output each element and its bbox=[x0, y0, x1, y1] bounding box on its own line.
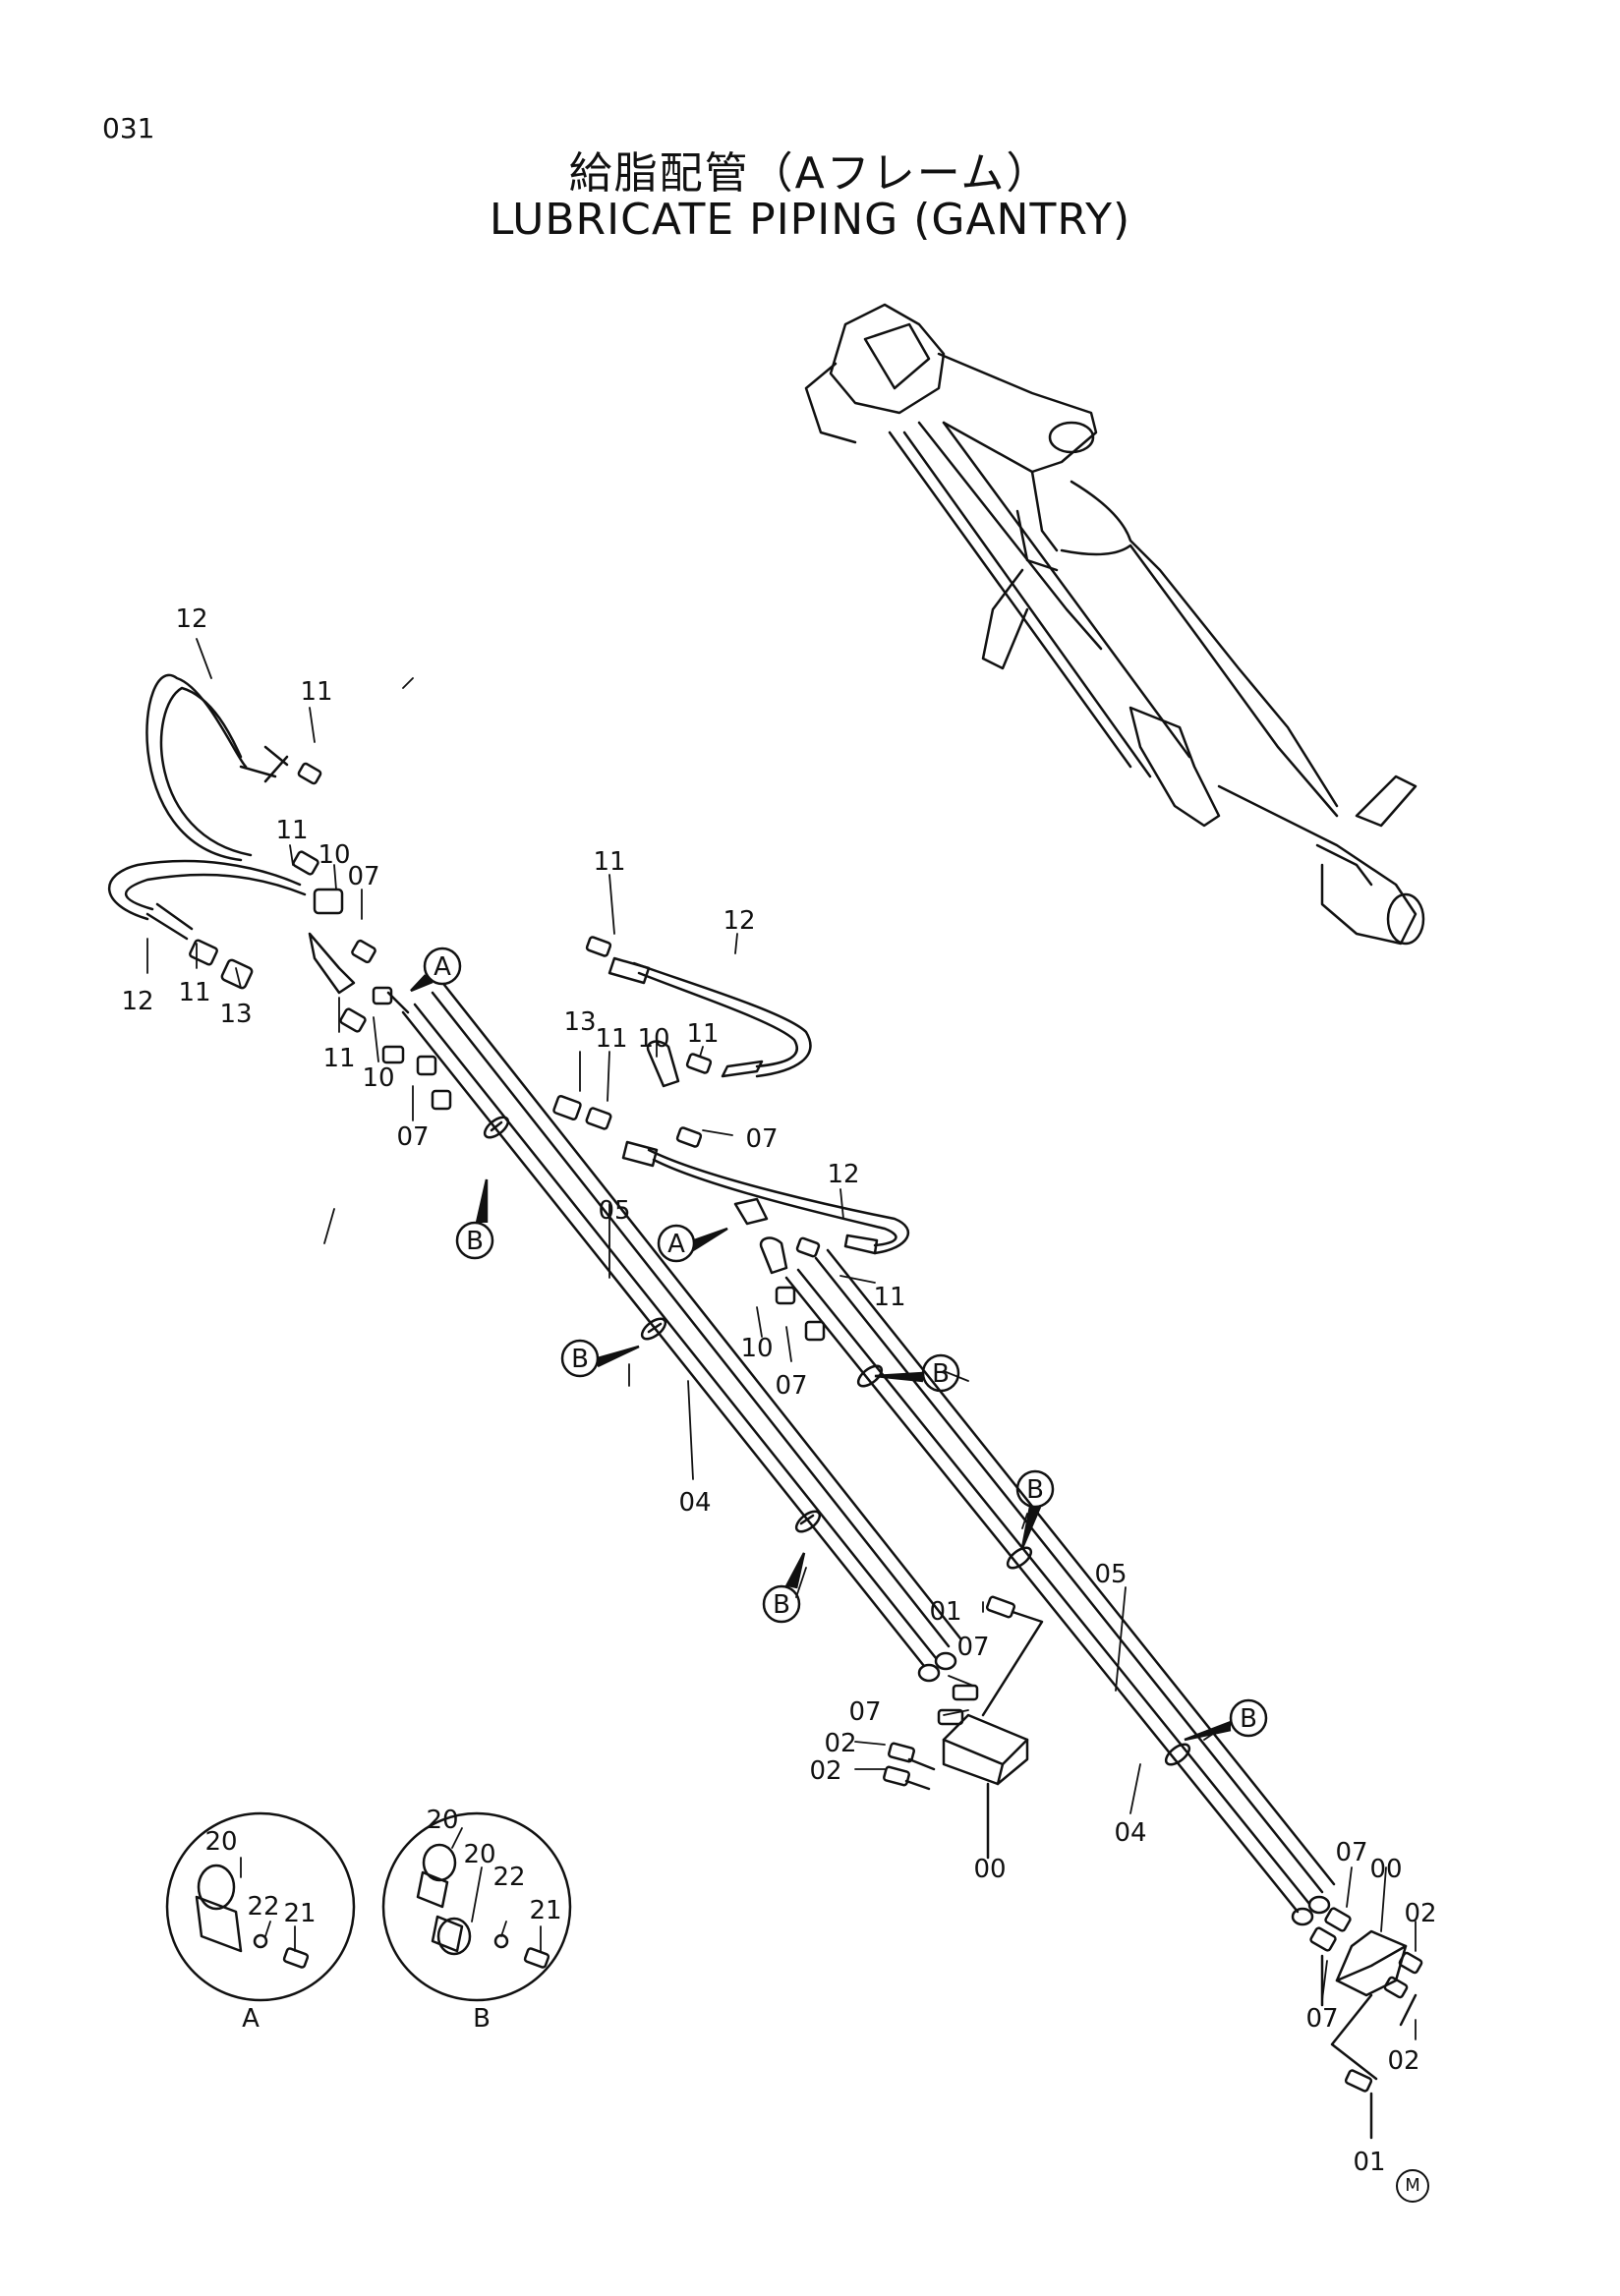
label-11: 11 bbox=[686, 1019, 719, 1049]
label-10: 10 bbox=[318, 840, 350, 870]
svg-text:B: B bbox=[1240, 1704, 1257, 1734]
detail-a-part-21: 21 bbox=[283, 1899, 316, 1928]
detail-view-a bbox=[165, 1811, 356, 2002]
label-11: 11 bbox=[178, 978, 210, 1007]
svg-text:B: B bbox=[571, 1345, 589, 1374]
label-02: 02 bbox=[809, 1756, 841, 1786]
detail-b-part-20: 20 bbox=[426, 1806, 458, 1835]
svg-text:B: B bbox=[1026, 1475, 1044, 1505]
detail-view-b bbox=[381, 1811, 572, 2002]
left-hoses bbox=[108, 673, 307, 941]
left-pipe-pair bbox=[401, 983, 962, 1683]
svg-text:B: B bbox=[466, 1227, 484, 1256]
callout-b-1: B bbox=[455, 1178, 494, 1260]
label-07: 07 bbox=[745, 1124, 778, 1154]
page-number: 031 bbox=[102, 112, 155, 144]
label-07: 07 bbox=[956, 1633, 989, 1662]
label-11: 11 bbox=[300, 677, 332, 707]
part-labels: 12 11 11 10 07 12 11 13 11 10 07 11 12 1… bbox=[121, 604, 1436, 2177]
detail-b-part-21: 21 bbox=[529, 1896, 561, 1925]
callout-a-left: A bbox=[410, 947, 462, 993]
right-hose-upper bbox=[608, 956, 812, 1078]
label-13: 13 bbox=[563, 1007, 596, 1037]
label-13: 13 bbox=[219, 1000, 252, 1029]
label-02: 02 bbox=[824, 1729, 856, 1758]
right-pipe-pair bbox=[784, 1248, 1336, 1926]
label-04: 04 bbox=[1114, 1818, 1146, 1848]
gantry-assembly bbox=[804, 303, 1425, 946]
svg-text:A: A bbox=[434, 952, 451, 982]
callout-b-6: B bbox=[1184, 1698, 1268, 1742]
title-japanese: 給脂配管（Aフレーム） bbox=[568, 148, 1052, 199]
right-fittings bbox=[552, 936, 826, 1342]
svg-text:B: B bbox=[773, 1590, 790, 1620]
label-12: 12 bbox=[827, 1160, 859, 1189]
label-11: 11 bbox=[873, 1283, 905, 1312]
label-11: 11 bbox=[322, 1044, 355, 1073]
label-02: 02 bbox=[1404, 1899, 1436, 1928]
label-10: 10 bbox=[740, 1334, 773, 1363]
right-manifold bbox=[1309, 1907, 1423, 2140]
detail-b-part-22: 22 bbox=[492, 1863, 525, 1892]
right-hose-lower bbox=[621, 1140, 910, 1255]
label-02: 02 bbox=[1387, 2046, 1419, 2076]
label-11: 11 bbox=[593, 847, 625, 877]
label-07: 07 bbox=[848, 1697, 881, 1727]
label-00: 00 bbox=[1369, 1855, 1402, 1884]
footer-mark-circle: M bbox=[1396, 2169, 1429, 2203]
label-07: 07 bbox=[775, 1371, 807, 1401]
label-07: 07 bbox=[1335, 1838, 1367, 1867]
label-12: 12 bbox=[121, 987, 153, 1016]
svg-text:B: B bbox=[932, 1359, 950, 1389]
label-01: 01 bbox=[1353, 2148, 1385, 2177]
label-07: 07 bbox=[347, 862, 379, 891]
leader-lines bbox=[146, 638, 1417, 2040]
callout-a-right: A bbox=[657, 1224, 728, 1263]
callout-b-4: B bbox=[874, 1353, 960, 1393]
callout-b-2: B bbox=[560, 1339, 640, 1378]
label-11: 11 bbox=[595, 1024, 627, 1054]
label-05: 05 bbox=[1094, 1560, 1127, 1589]
label-10: 10 bbox=[362, 1063, 394, 1093]
label-07: 07 bbox=[1305, 2004, 1338, 2034]
detail-b-label: B bbox=[473, 2004, 491, 2034]
center-manifold bbox=[883, 1595, 1044, 1860]
callout-bubbles: A A B B B B B B bbox=[410, 947, 1268, 1742]
detail-labels: 20 22 21 A 20 20 22 21 B bbox=[204, 1806, 561, 2034]
label-10: 10 bbox=[637, 1024, 669, 1054]
label-07: 07 bbox=[396, 1122, 429, 1152]
title-english: LUBRICATE PIPING (GANTRY) bbox=[489, 195, 1131, 245]
left-fittings bbox=[189, 762, 452, 1111]
label-00: 00 bbox=[973, 1855, 1006, 1884]
callout-b-5: B bbox=[1015, 1469, 1055, 1549]
detail-b-part-20-b: 20 bbox=[463, 1840, 495, 1869]
label-12: 12 bbox=[175, 604, 207, 634]
label-01: 01 bbox=[929, 1597, 961, 1627]
label-12: 12 bbox=[723, 906, 755, 936]
label-05: 05 bbox=[598, 1196, 630, 1226]
callout-b-3: B bbox=[762, 1552, 806, 1624]
svg-text:A: A bbox=[667, 1230, 685, 1259]
detail-a-part-20: 20 bbox=[204, 1827, 237, 1857]
label-11: 11 bbox=[275, 816, 308, 845]
label-04: 04 bbox=[678, 1488, 711, 1518]
detail-a-part-22: 22 bbox=[247, 1892, 279, 1922]
detail-a-label: A bbox=[242, 2004, 260, 2034]
